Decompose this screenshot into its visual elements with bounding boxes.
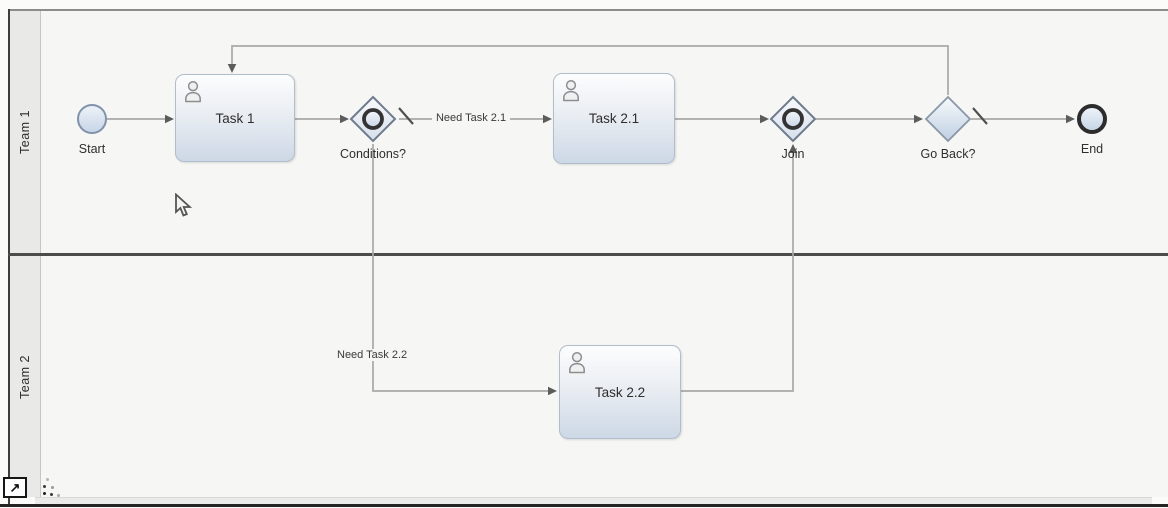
end-event[interactable] <box>1077 104 1107 134</box>
task-2-1[interactable]: Task 2.1 <box>553 73 675 164</box>
conditions-gateway[interactable] <box>347 93 399 145</box>
lane-divider[interactable] <box>8 253 1168 256</box>
person-icon <box>569 352 585 374</box>
join-gateway-label: Join <box>781 147 805 161</box>
conditions-gateway-label: Conditions? <box>339 147 407 161</box>
task-2-2-label: Task 2.2 <box>594 384 646 400</box>
task-1[interactable]: Task 1 <box>175 74 295 162</box>
lane-team1-label: Team 1 <box>18 110 32 154</box>
task-2-1-label: Task 2.1 <box>588 111 640 126</box>
horizontal-scrollbar[interactable] <box>35 497 1152 505</box>
end-event-label: End <box>1080 142 1104 156</box>
go-back-gateway[interactable] <box>922 93 974 145</box>
start-event[interactable] <box>77 104 107 134</box>
person-icon <box>563 80 579 102</box>
window-bottom-edge <box>0 504 1168 507</box>
pool-left-border <box>8 9 10 505</box>
expand-button[interactable]: ↗ <box>3 477 27 498</box>
start-event-label: Start <box>78 142 106 156</box>
go-back-gateway-label: Go Back? <box>920 147 976 161</box>
task-1-label: Task 1 <box>215 110 255 126</box>
lane-team2[interactable]: Team 2 <box>10 256 40 497</box>
task-2-2[interactable]: Task 2.2 <box>559 345 681 439</box>
join-gateway[interactable] <box>767 93 819 145</box>
expand-arrow-icon: ↗ <box>9 480 21 495</box>
mouse-cursor-icon <box>175 193 193 217</box>
pool-top-border <box>8 9 1168 11</box>
flow-label-need-task-22: Need Task 2.2 <box>333 349 412 361</box>
person-icon <box>185 81 201 103</box>
flow-label-need-task-21: Need Task 2.1 <box>431 112 511 124</box>
lane-team2-label: Team 2 <box>18 354 32 399</box>
lane-team1[interactable]: Team 1 <box>10 11 40 253</box>
